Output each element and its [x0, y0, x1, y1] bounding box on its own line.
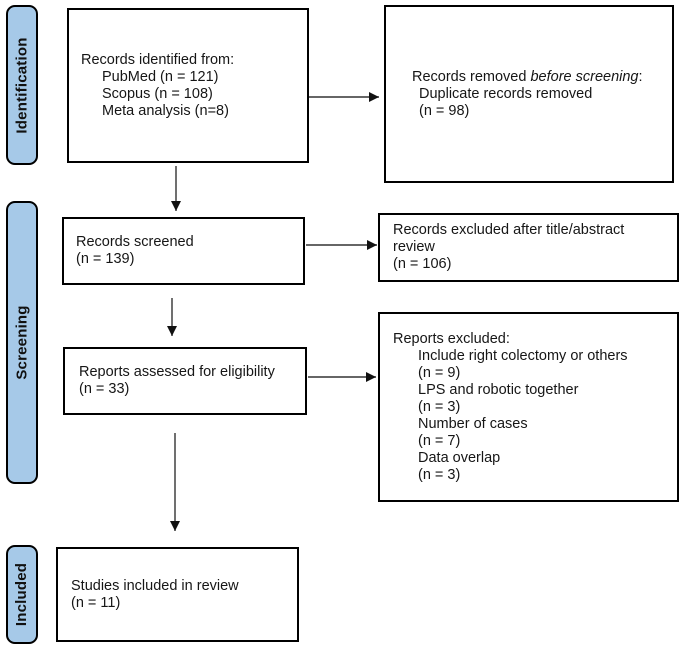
text-span-italic: before screening — [530, 68, 639, 85]
text-line: Number of cases — [418, 415, 528, 432]
text-line: Data overlap — [418, 449, 501, 466]
text-line: (n = 3) — [418, 398, 461, 415]
text-line: (n = 9) — [418, 364, 461, 381]
text-line: Reports assessed for eligibility — [79, 364, 275, 380]
text-line: Meta analysis (n=8) — [102, 102, 229, 119]
text-line: (n = 139) — [76, 251, 135, 267]
text-line: Records identified from: — [81, 51, 235, 68]
box-records-identified: Records identified from: PubMed (n = 121… — [67, 8, 309, 163]
text-line: Records removed before screening: — [412, 69, 672, 86]
text-line: Duplicate records removed — [419, 85, 593, 102]
text-line: review — [393, 239, 435, 255]
stage-label-included: Included — [6, 545, 38, 644]
box-reports-excluded: Reports excluded: Include right colectom… — [378, 312, 679, 502]
text-line: (n = 11) — [71, 594, 121, 611]
box-records-excluded-title-abstract: Records excluded after title/abstract re… — [378, 213, 679, 282]
stage-label-included-text: Included — [13, 562, 31, 627]
text-line: Scopus (n = 108) — [102, 85, 213, 102]
text-line: (n = 98) — [419, 102, 470, 119]
stage-label-identification: Identification — [6, 5, 38, 165]
text-span: Records removed — [412, 68, 531, 85]
text-line: Include right colectomy or others — [418, 347, 628, 364]
box-records-removed: Records removed before screening: Duplic… — [384, 5, 674, 183]
text-line: (n = 3) — [418, 466, 461, 483]
box-reports-assessed: Reports assessed for eligibility (n = 33… — [63, 347, 307, 415]
stage-label-screening: Screening — [6, 201, 38, 484]
text-line: (n = 7) — [418, 432, 461, 449]
text-line: (n = 33) — [79, 381, 130, 397]
text-line: Records screened — [76, 234, 194, 250]
stage-label-identification-text: Identification — [13, 36, 31, 134]
text-line: (n = 106) — [393, 256, 452, 272]
text-line: Records excluded after title/abstract — [393, 222, 625, 238]
text-line: PubMed (n = 121) — [102, 68, 219, 85]
text-line: LPS and robotic together — [418, 381, 579, 398]
text-line: Studies included in review — [71, 577, 239, 594]
box-records-screened: Records screened (n = 139) — [62, 217, 305, 285]
text-line: Reports excluded: — [393, 330, 510, 347]
stage-label-screening-text: Screening — [13, 305, 31, 380]
text-span: : — [638, 68, 643, 85]
box-studies-included: Studies included in review (n = 11) — [56, 547, 299, 642]
